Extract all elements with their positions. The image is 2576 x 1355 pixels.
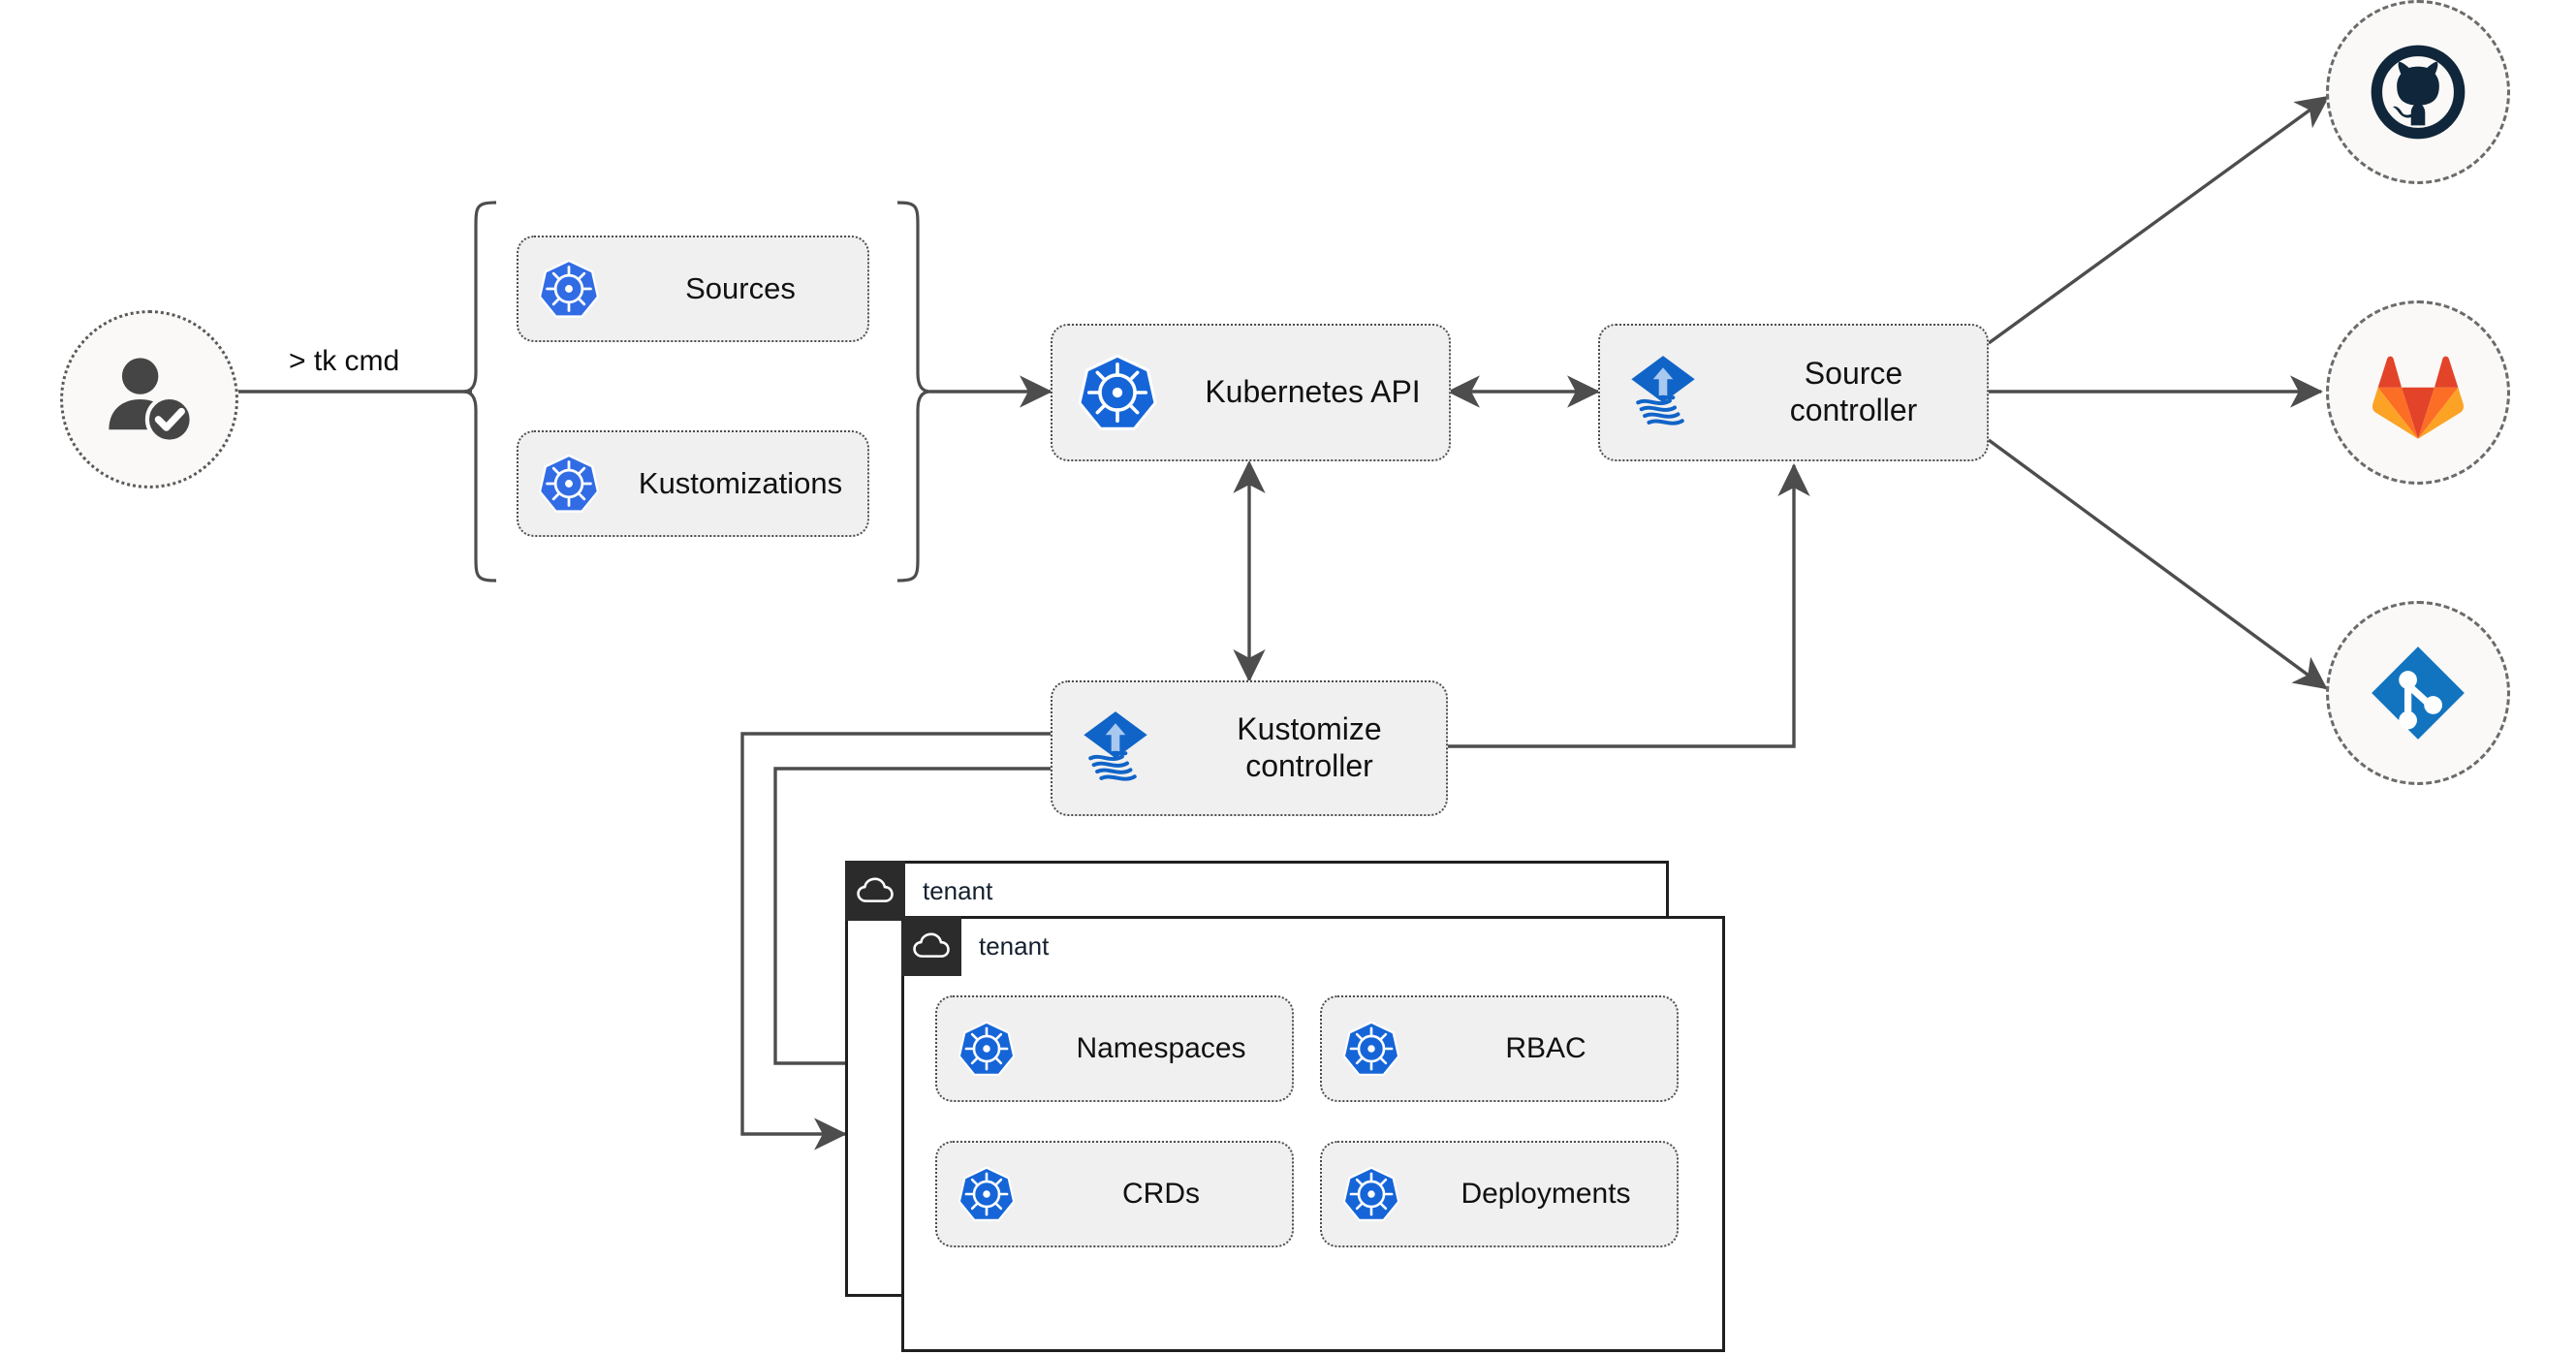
provider-git[interactable] — [2326, 601, 2510, 785]
command-label: > tk cmd — [289, 345, 400, 377]
edge-source-to-github — [1988, 95, 2330, 345]
flux-icon — [1600, 351, 1726, 434]
chip-label: CRDs — [1122, 1178, 1200, 1211]
chip-label: Kustomizations — [638, 465, 843, 500]
gitlab-icon — [2372, 356, 2465, 439]
chip-deployments[interactable]: Deployments — [1320, 1141, 1679, 1247]
kubernetes-icon — [518, 257, 619, 321]
flux-icon — [1052, 707, 1178, 790]
tenant-title-outer: tenant — [923, 876, 993, 905]
cloud-icon — [857, 877, 894, 902]
chip-sources[interactable]: Sources — [517, 236, 869, 342]
tenant-tab-outer — [845, 861, 905, 921]
github-icon — [2371, 45, 2466, 140]
node-label: Kubernetes API — [1205, 374, 1421, 410]
tenant-tab-inner — [901, 916, 961, 976]
git-icon — [2372, 646, 2465, 740]
chip-rbac[interactable]: RBAC — [1320, 995, 1679, 1102]
chip-namespaces[interactable]: Namespaces — [935, 995, 1294, 1102]
chip-label: Namespaces — [1076, 1032, 1246, 1065]
node-label: Kustomize controller — [1237, 711, 1382, 783]
group-brace-left — [462, 201, 497, 583]
kubernetes-icon — [1322, 1019, 1421, 1079]
kubernetes-icon — [1052, 351, 1182, 434]
kubernetes-icon — [518, 452, 619, 516]
kubernetes-icon — [1322, 1164, 1421, 1224]
actor-avatar — [60, 310, 238, 488]
node-kubernetes-api[interactable]: Kubernetes API — [1051, 324, 1451, 461]
chip-label: RBAC — [1505, 1032, 1586, 1065]
chip-kustomizations[interactable]: Kustomizations — [517, 430, 869, 537]
group-brace-right — [896, 201, 931, 583]
edge-kustomize-to-source — [1448, 462, 1810, 748]
chip-label: Deployments — [1461, 1178, 1631, 1211]
node-label: Source controller — [1789, 356, 1918, 427]
cloud-icon — [913, 932, 950, 958]
node-kustomize-controller[interactable]: Kustomize controller — [1051, 680, 1448, 816]
chip-crds[interactable]: CRDs — [935, 1141, 1294, 1247]
chip-label: Sources — [685, 270, 796, 305]
kubernetes-icon — [937, 1019, 1036, 1079]
edge-source-to-git — [1987, 438, 2328, 690]
tenant-title-inner: tenant — [979, 931, 1050, 961]
user-check-icon — [109, 358, 194, 444]
node-source-controller[interactable]: Source controller — [1598, 324, 1989, 461]
tenant-box-inner[interactable] — [901, 916, 1725, 1352]
provider-gitlab[interactable] — [2326, 300, 2510, 485]
provider-github[interactable] — [2326, 0, 2510, 184]
kubernetes-icon — [937, 1164, 1036, 1224]
